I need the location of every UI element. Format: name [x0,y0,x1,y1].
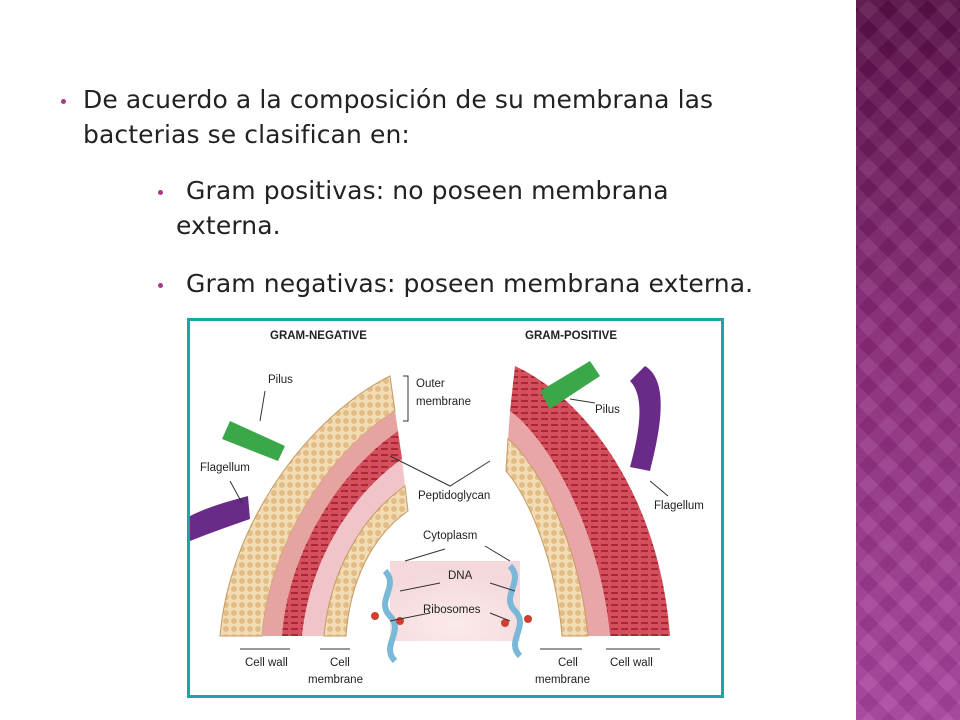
bullet-gram-negative-line1: Gram negativas: poseen membrana externa. [186,269,754,298]
label-pilus-left: Pilus [268,374,293,386]
bullet-dot-icon [158,283,163,288]
ribosome-icon [371,612,379,620]
bullet-classification: De acuerdo a la composición de su membra… [61,82,783,152]
ribosome-icon [501,619,509,627]
label-outer-membrane-1: Outer [416,378,445,390]
label-cell-membrane-right-2: membrane [535,674,590,686]
cell-wall-diagram: GRAM-NEGATIVE GRAM-POSITIVE Pilus Outer … [187,318,724,698]
label-ribosomes: Ribosomes [423,604,481,616]
label-cell-membrane-right-1: Cell [558,657,578,669]
label-cell-membrane-left-1: Cell [330,657,350,669]
cytoplasm-region [390,561,520,641]
dna-left-icon [382,568,398,664]
pilus-right-icon [540,361,600,409]
flagellum-right-icon [630,366,661,471]
label-flagellum-right: Flagellum [654,500,704,512]
gram-positive-envelope [505,366,670,637]
label-cell-wall-right: Cell wall [610,657,653,669]
label-cell-membrane-left-2: membrane [308,674,363,686]
bullet-dot-icon [158,190,163,195]
bullet-gram-positive-line1: Gram positivas: no poseen membrana [186,176,669,205]
header-gram-negative: GRAM-NEGATIVE [270,330,367,342]
cell-wall-diagram-svg: GRAM-NEGATIVE GRAM-POSITIVE Pilus Outer … [190,321,721,695]
label-peptidoglycan: Peptidoglycan [418,490,490,502]
label-cell-wall-left: Cell wall [245,657,288,669]
decorative-side-band [856,0,960,720]
leader-lines [229,375,669,650]
bullet-classification-line2: bacterias se clasifican en: [83,120,410,149]
label-outer-membrane-2: membrane [416,396,471,408]
bullet-gram-negative: Gram negativas: poseen membrana externa. [158,266,836,301]
bullet-gram-positive-line2: externa. [176,211,281,240]
dna-right-icon [507,563,523,659]
bullet-dot-icon [61,99,66,104]
bullet-gram-positive: Gram positivas: no poseen membrana exter… [158,173,736,243]
label-cytoplasm: Cytoplasm [423,530,477,542]
flagellum-left-icon [190,496,250,541]
header-gram-positive: GRAM-POSITIVE [525,330,617,342]
pilus-left-icon [222,421,285,461]
label-dna: DNA [448,570,473,582]
label-flagellum-left: Flagellum [200,462,250,474]
bullet-classification-line1: De acuerdo a la composición de su membra… [83,85,714,114]
ribosome-icon [524,615,532,623]
label-pilus-right: Pilus [595,404,620,416]
gram-negative-envelope [219,375,409,637]
